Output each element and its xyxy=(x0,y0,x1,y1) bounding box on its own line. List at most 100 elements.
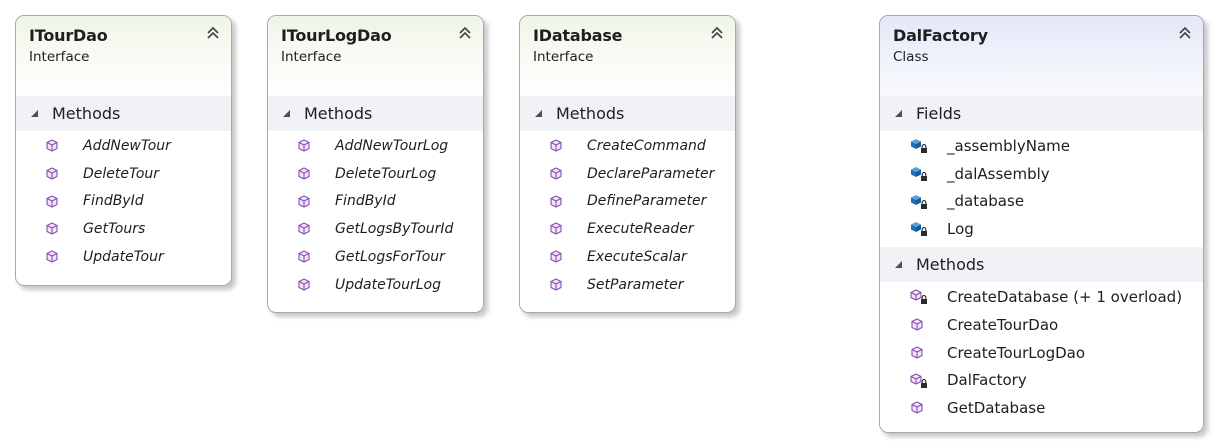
triangle-expanded-icon xyxy=(535,110,542,117)
double-chevron-up-icon[interactable] xyxy=(1177,25,1193,41)
member-row[interactable]: GetLogsByTourId xyxy=(268,215,483,243)
member-list: CreateCommand DeclareParameter DefinePar… xyxy=(520,131,735,303)
method-cube-icon xyxy=(46,139,58,152)
member-label: DeleteTour xyxy=(83,165,160,182)
member-row[interactable]: _assemblyName xyxy=(880,132,1203,160)
shape-name: ITourLogDao xyxy=(281,26,392,45)
member-label: AddNewTourLog xyxy=(335,137,449,154)
shape-itourdao[interactable]: ITourDao Interface Methods AddNewTour De… xyxy=(15,15,232,286)
member-label: SetParameter xyxy=(587,276,684,293)
member-label: GetDatabase xyxy=(947,399,1046,418)
member-row[interactable]: CreateDatabase (+ 1 overload) xyxy=(880,283,1203,311)
shape-header: IDatabase Interface xyxy=(520,16,735,96)
shape-dalfactory[interactable]: DalFactory Class Fields _assemblyName _d… xyxy=(879,15,1204,433)
section-title: Methods xyxy=(304,104,373,123)
member-label: _database xyxy=(947,192,1025,211)
public-method-icon xyxy=(911,401,923,414)
member-row[interactable]: AddNewTour xyxy=(16,132,231,160)
triangle-expanded-icon xyxy=(283,110,290,117)
member-label: Log xyxy=(947,220,974,239)
member-label: CreateDatabase (+ 1 overload) xyxy=(947,288,1183,307)
private-method-icon xyxy=(910,372,927,388)
member-row[interactable]: CreateTourDao xyxy=(880,311,1203,339)
member-row[interactable]: CreateCommand xyxy=(520,132,735,160)
shape-itourlogdao[interactable]: ITourLogDao Interface Methods AddNewTour… xyxy=(267,15,484,313)
section-title: Methods xyxy=(52,104,121,123)
shape-kind: Class xyxy=(893,49,929,65)
method-cube-icon xyxy=(298,278,310,291)
method-cube-icon xyxy=(550,278,562,291)
member-list: AddNewTourLog DeleteTourLog FindById Get… xyxy=(268,131,483,303)
member-label: CreateCommand xyxy=(587,137,706,154)
shape-header: DalFactory Class xyxy=(880,16,1203,96)
member-label: ExecuteScalar xyxy=(587,249,687,266)
public-method-icon xyxy=(911,346,923,359)
member-row[interactable]: DeleteTourLog xyxy=(268,160,483,188)
member-row[interactable]: UpdateTourLog xyxy=(268,271,483,299)
member-label: GetTours xyxy=(83,221,146,238)
triangle-expanded-icon xyxy=(895,261,902,269)
method-cube-icon xyxy=(298,194,310,208)
member-row[interactable]: GetDatabase xyxy=(880,394,1203,422)
double-chevron-up-icon[interactable] xyxy=(457,25,473,41)
member-label: _assemblyName xyxy=(947,136,1070,155)
shape-name: ITourDao xyxy=(29,26,108,45)
private-field-icon xyxy=(911,194,927,209)
member-row[interactable]: SetParameter xyxy=(520,271,735,299)
member-row[interactable]: FindById xyxy=(16,188,231,216)
member-row[interactable]: GetTours xyxy=(16,215,231,243)
method-cube-icon xyxy=(298,222,310,236)
member-label: GetLogsByTourId xyxy=(335,221,454,238)
member-row[interactable]: DefineParameter xyxy=(520,188,735,216)
member-label: UpdateTourLog xyxy=(335,276,441,293)
method-cube-icon xyxy=(46,222,58,236)
method-cube-icon xyxy=(550,222,562,236)
member-row[interactable]: CreateTourLogDao xyxy=(880,339,1203,367)
member-row[interactable]: FindById xyxy=(268,188,483,216)
shape-kind: Interface xyxy=(29,49,90,65)
double-chevron-up-icon[interactable] xyxy=(205,25,221,41)
member-label: GetLogsForTour xyxy=(335,249,445,266)
member-row[interactable]: ExecuteScalar xyxy=(520,243,735,271)
member-list: _assemblyName _dalAssembly _database Log xyxy=(880,131,1203,247)
member-row[interactable]: Log xyxy=(880,215,1203,243)
section-fields[interactable]: Fields xyxy=(880,96,1203,131)
double-chevron-up-icon[interactable] xyxy=(709,25,725,41)
section-methods[interactable]: Methods xyxy=(268,96,483,131)
triangle-expanded-icon xyxy=(895,110,902,117)
member-label: _dalAssembly xyxy=(947,164,1050,183)
member-row[interactable]: AddNewTourLog xyxy=(268,132,483,160)
member-row[interactable]: UpdateTour xyxy=(16,243,231,271)
member-row[interactable]: DeclareParameter xyxy=(520,160,735,188)
member-row[interactable]: DeleteTour xyxy=(16,160,231,188)
member-row[interactable]: DalFactory xyxy=(880,367,1203,395)
method-cube-icon xyxy=(550,250,562,263)
member-label: CreateTourLogDao xyxy=(947,343,1086,362)
shape-kind: Interface xyxy=(533,49,594,65)
member-label: UpdateTour xyxy=(83,249,164,266)
shape-idatabase[interactable]: IDatabase Interface Methods CreateComman… xyxy=(519,15,736,313)
section-title: Fields xyxy=(916,104,962,123)
section-methods[interactable]: Methods xyxy=(880,247,1203,283)
method-cube-icon xyxy=(298,139,310,152)
section-methods[interactable]: Methods xyxy=(16,96,231,131)
public-method-icon xyxy=(911,318,923,331)
method-cube-icon xyxy=(46,194,58,208)
triangle-expanded-icon xyxy=(31,110,38,117)
member-label: CreateTourDao xyxy=(947,315,1059,334)
member-row[interactable]: ExecuteReader xyxy=(520,215,735,243)
section-methods[interactable]: Methods xyxy=(520,96,735,131)
member-label: DeclareParameter xyxy=(587,165,715,182)
member-row[interactable]: _dalAssembly xyxy=(880,160,1203,188)
member-label: DalFactory xyxy=(947,371,1027,390)
member-row[interactable]: _database xyxy=(880,188,1203,216)
method-cube-icon xyxy=(550,139,562,152)
member-label: FindById xyxy=(335,193,396,210)
member-row[interactable]: GetLogsForTour xyxy=(268,243,483,271)
method-cube-icon xyxy=(550,167,562,180)
shape-name: IDatabase xyxy=(533,26,623,45)
method-cube-icon xyxy=(298,167,310,180)
member-label: DefineParameter xyxy=(587,193,707,210)
private-field-icon xyxy=(911,166,927,181)
